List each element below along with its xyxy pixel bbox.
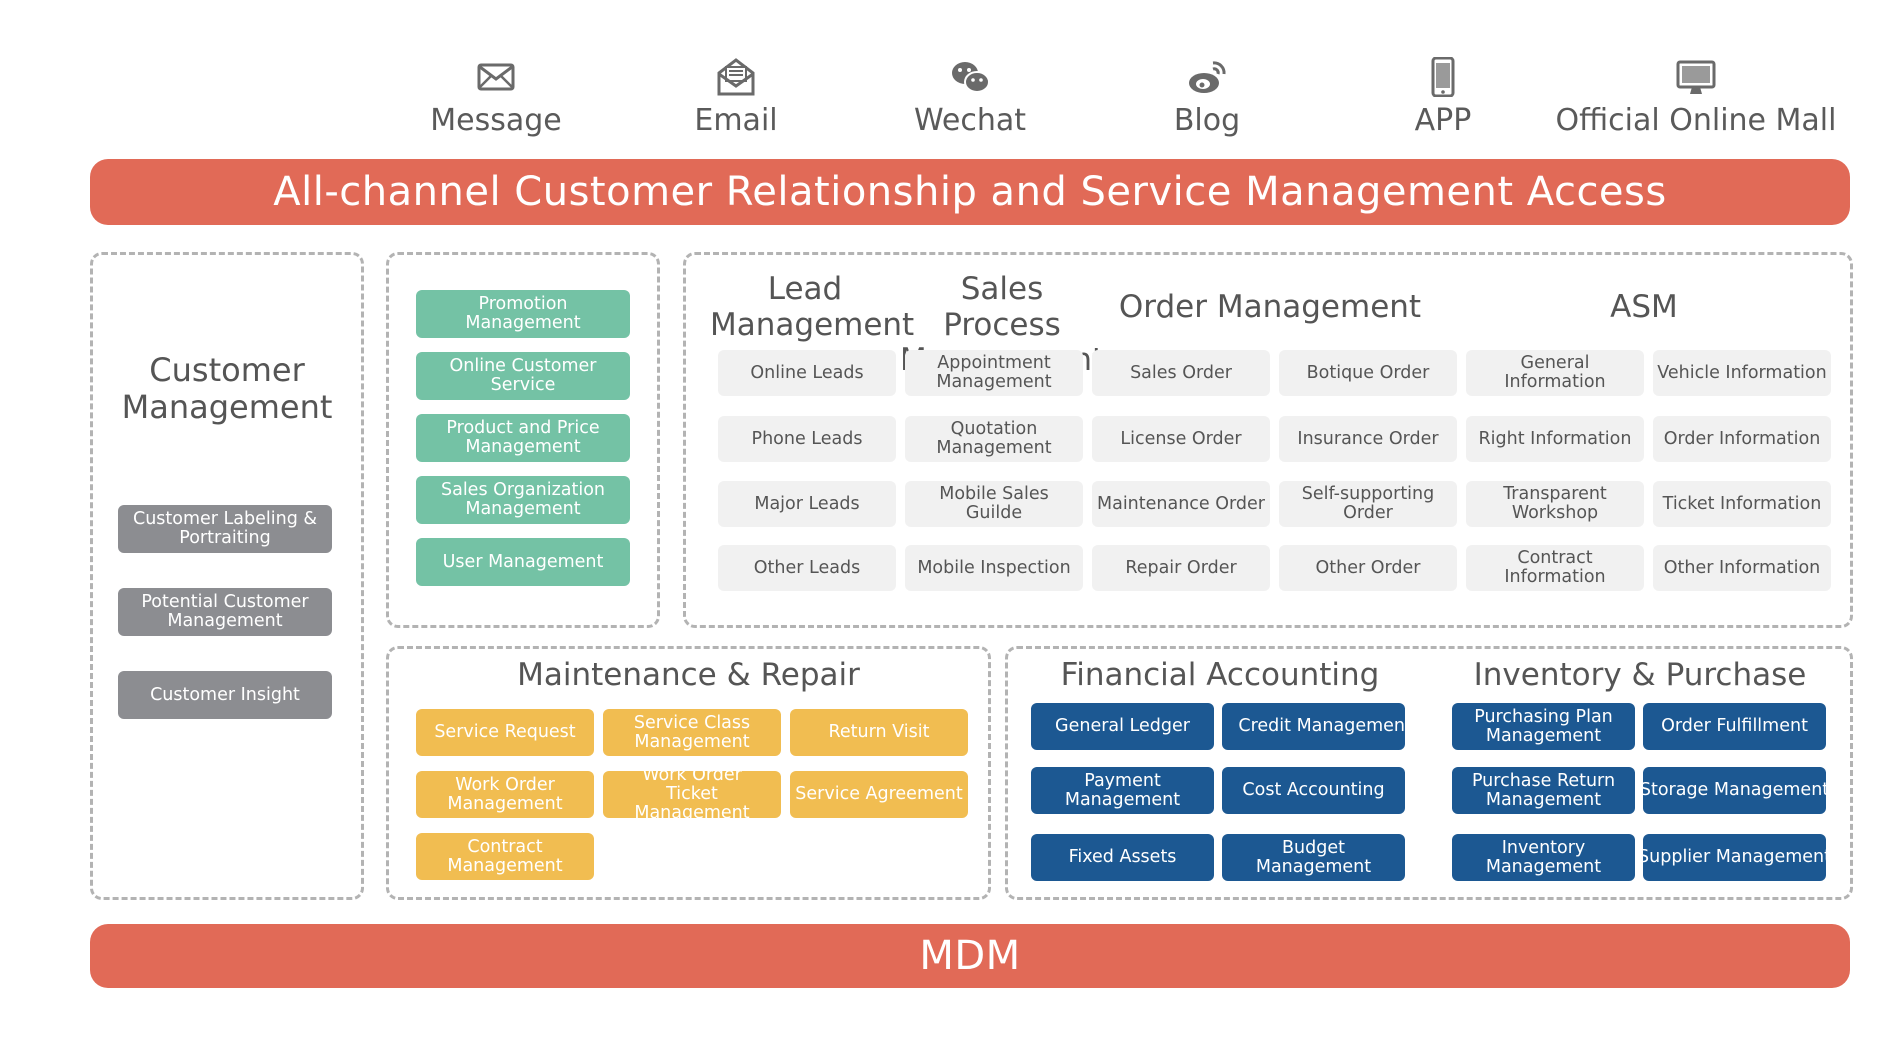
customer-insight-box: Customer Insight [118,671,332,719]
sales-grid-item: Self-supporting Order [1279,481,1457,527]
channel-wechat: Wechat [850,55,1090,145]
sales-grid-item: Other Leads [718,545,896,591]
sales-grid-item: Repair Order [1092,545,1270,591]
sales-grid-item: Other Order [1279,545,1457,591]
customer-management-title: Customer Management [121,351,333,426]
customer-management-panel [90,252,364,900]
channel-label: Message [430,103,562,138]
fixed-assets-box: Fixed Assets [1031,834,1214,881]
inventory-management-box: Inventory Management [1452,834,1635,881]
sales-grid-item: Vehicle Information [1653,350,1831,396]
channel-email: Email [616,55,856,145]
service-class-box: Service Class Management [603,709,781,756]
service-agreement-box: Service Agreement [790,771,968,818]
payment-management-box: Payment Management [1031,767,1214,814]
sales-grid-item: Appointment Management [905,350,1083,396]
sales-grid-item: License Order [1092,416,1270,462]
weibo-icon [1185,55,1229,99]
purchasing-plan-box: Purchasing Plan Management [1452,703,1635,750]
sales-organization-box: Sales Organization Management [416,476,630,524]
marketing-panel [386,252,660,628]
monitor-icon [1674,55,1718,99]
maintenance-repair-title: Maintenance & Repair [517,657,860,693]
wechat-icon [948,55,992,99]
sales-grid-item: Contract Information [1466,545,1644,591]
channel-app: APP [1323,55,1563,145]
sales-grid-item: Transparent Workshop [1466,481,1644,527]
mdm-band: MDM [90,924,1850,988]
envelope-icon [474,55,518,99]
sales-grid-item: Right Information [1466,416,1644,462]
sales-grid-item: Botique Order [1279,350,1457,396]
sales-grid-item: Online Leads [718,350,896,396]
order-management-title: Order Management [1118,289,1422,325]
maintenance-repair-panel [386,646,991,900]
purchase-return-box: Purchase Return Management [1452,767,1635,814]
sales-grid-item: Other Information [1653,545,1831,591]
storage-management-box: Storage Management [1640,767,1829,814]
inventory-purchase-title: Inventory & Purchase [1473,657,1807,693]
sales-grid-item: Insurance Order [1279,416,1457,462]
finance-inventory-panel [1005,646,1853,900]
sales-grid-item: General Information [1466,350,1644,396]
online-customer-service-box: Online Customer Service [416,352,630,400]
order-fulfillment-box: Order Fulfillment [1643,703,1826,750]
customer-labeling-box: Customer Labeling & Portraiting [118,505,332,553]
lead-management-title: Lead Management [710,271,915,343]
user-management-box: User Management [416,538,630,586]
potential-customer-box: Potential Customer Management [118,588,332,636]
channel-label: APP [1414,103,1472,138]
sales-grid-item: Ticket Information [1653,481,1831,527]
work-order-ticket-box: Work Order Ticket Management [603,766,781,822]
sales-grid-item: Phone Leads [718,416,896,462]
general-ledger-box: General Ledger [1031,703,1214,750]
return-visit-box: Return Visit [790,709,968,756]
sales-grid-item: Order Information [1653,416,1831,462]
sales-grid-item: Sales Order [1092,350,1270,396]
sales-grid-item: Maintenance Order [1092,481,1270,527]
sales-grid-item: Mobile Inspection [905,545,1083,591]
channel-label: Blog [1173,103,1241,138]
all-channel-access-band: All-channel Customer Relationship and Se… [90,159,1850,225]
channel-blog: Blog [1087,55,1327,145]
promotion-management-box: Promotion Management [416,290,630,338]
channel-label: Official Online Mall [1555,103,1837,138]
credit-management-box: Credit Managemen [1222,703,1405,750]
work-order-management-box: Work Order Management [416,771,594,818]
channel-message: Message [376,55,616,145]
sales-panel [683,252,1853,628]
supplier-management-box: Supplier Management [1638,834,1831,881]
contract-management-box: Contract Management [416,833,594,880]
cost-accounting-box: Cost Accounting [1222,767,1405,814]
sales-grid-item: Quotation Management [905,416,1083,462]
channel-label: Wechat [913,103,1027,138]
sales-grid-item: Major Leads [718,481,896,527]
asm-title: ASM [1610,289,1678,325]
smartphone-icon [1421,55,1465,99]
sales-grid-item: Mobile Sales Guilde [905,481,1083,527]
channel-online-mall: Official Online Mall [1556,55,1836,145]
service-request-box: Service Request [416,709,594,756]
budget-management-box: Budget Management [1222,834,1405,881]
product-price-management-box: Product and Price Management [416,414,630,462]
financial-accounting-title: Financial Accounting [1060,657,1380,693]
open-envelope-icon [714,55,758,99]
channel-label: Email [694,103,778,138]
